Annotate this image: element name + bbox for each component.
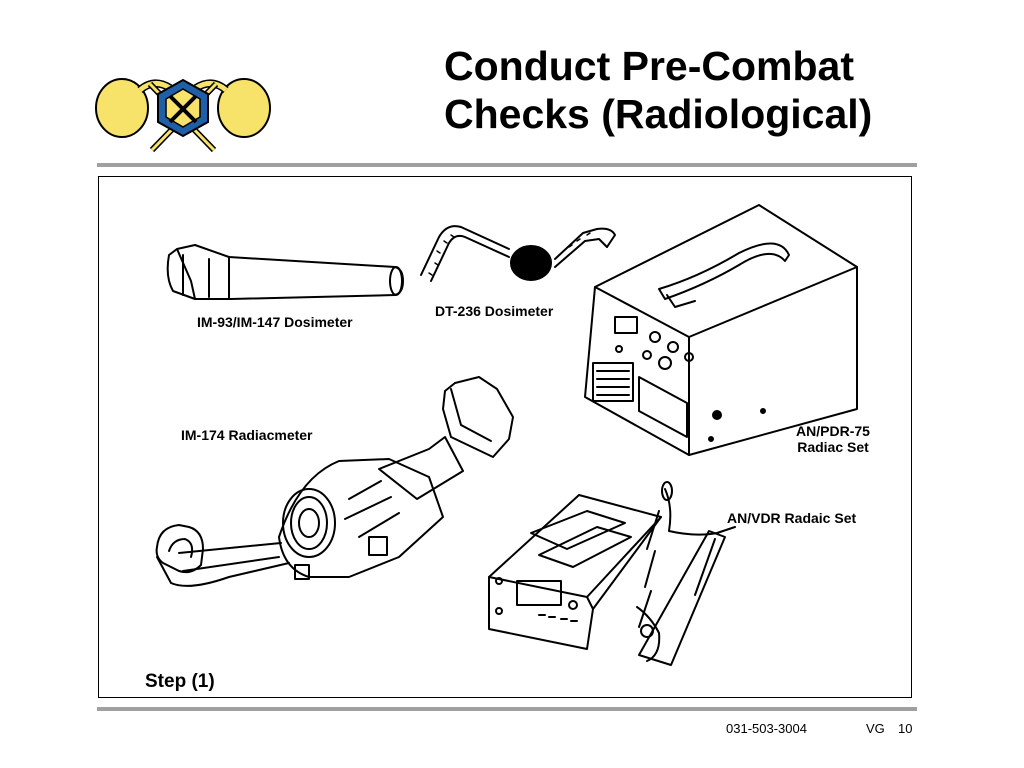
- footer-page-number: 10: [898, 721, 913, 736]
- top-divider: [97, 163, 917, 167]
- label-im93-dosimeter: IM-93/IM-147 Dosimeter: [197, 314, 353, 330]
- label-pdr75-line2: Radiac Set: [797, 439, 869, 455]
- label-vdr-radiac-set: AN/VDR Radaic Set: [727, 510, 857, 526]
- slide-title-line1: Conduct Pre-Combat: [444, 43, 854, 89]
- step-label: Step (1): [145, 671, 215, 692]
- slide-title-line2: Checks (Radiological): [444, 91, 873, 137]
- radiac-box-drawing: [584, 204, 858, 456]
- label-pdr75-radiac-set: AN/PDR-75 Radiac Set: [783, 423, 883, 455]
- pen-dosimeter-drawing: [166, 244, 404, 300]
- wrist-dosimeter-drawing: [420, 225, 616, 282]
- footer-initials: VG: [866, 721, 885, 736]
- vdr-radiac-drawing: [488, 481, 736, 666]
- slide-title: Conduct Pre-Combat Checks (Radiological): [444, 42, 1004, 138]
- bottom-divider: [97, 707, 917, 711]
- radiacmeter-drawing: [155, 376, 514, 587]
- equipment-panel: IM-93/IM-147 Dosimeter DT-236 Dosimeter …: [98, 176, 912, 698]
- label-dt236-dosimeter: DT-236 Dosimeter: [435, 303, 554, 319]
- label-pdr75-line1: AN/PDR-75: [796, 423, 870, 439]
- label-im174-radiacmeter: IM-174 Radiacmeter: [181, 427, 313, 443]
- chemical-corps-insignia-icon: [95, 78, 271, 153]
- footer-course-code: 031-503-3004: [726, 721, 807, 736]
